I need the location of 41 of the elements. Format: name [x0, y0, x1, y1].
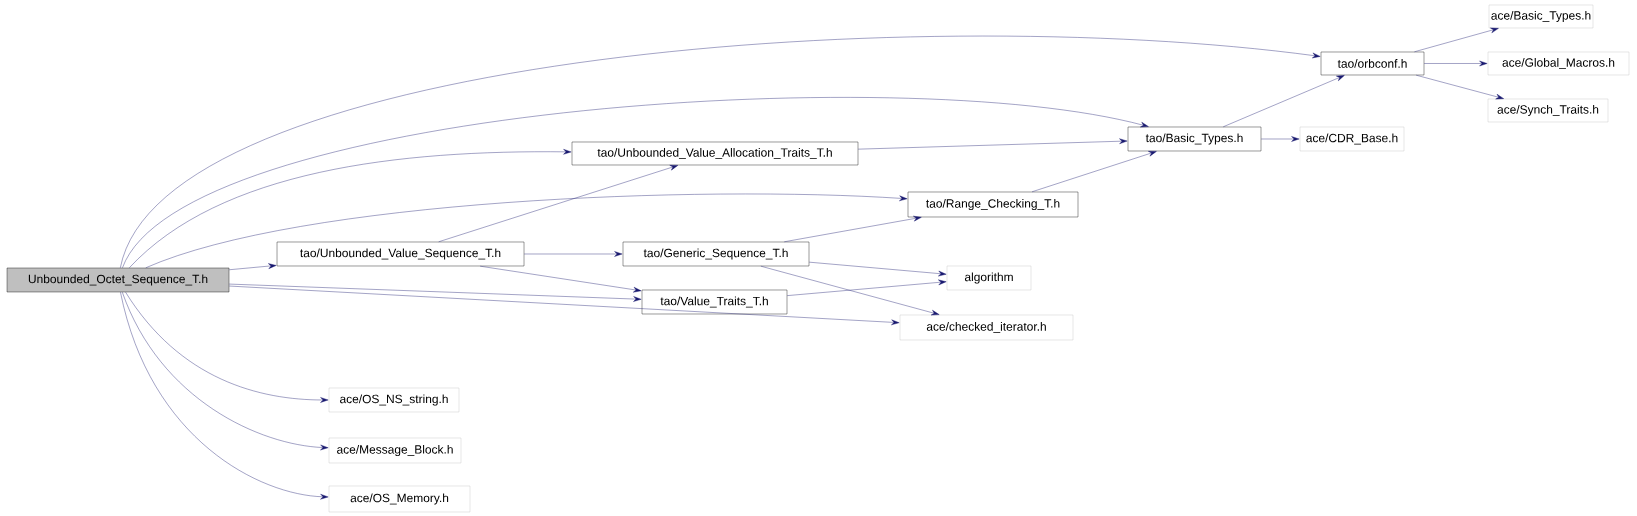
arrow — [858, 138, 1128, 150]
file-box: tao/Unbounded_Value_Allocation_Traits_T.h — [571, 141, 859, 166]
arrow — [120, 292, 329, 500]
file-box: ace/Basic_Types.h — [1488, 4, 1594, 29]
file-box: ace/Synch_Traits.h — [1487, 98, 1609, 123]
file-box: tao/Unbounded_Value_Sequence_T.h — [276, 241, 525, 267]
arrow — [129, 149, 572, 268]
arrow — [1223, 75, 1345, 127]
file-box: ace/OS_NS_string.h — [328, 387, 460, 413]
file-box: ace/OS_Memory.h — [328, 485, 471, 513]
arrow — [524, 251, 623, 257]
file-box: ace/Global_Macros.h — [1487, 51, 1630, 76]
arrow — [120, 35, 1321, 268]
file-box: ace/Message_Block.h — [328, 437, 462, 464]
arrow — [1261, 136, 1300, 142]
arrow — [145, 193, 908, 268]
arrow — [438, 165, 679, 242]
arrow — [1414, 27, 1499, 52]
arrow — [784, 215, 922, 242]
arrow — [1416, 75, 1504, 100]
file-box: tao/Range_Checking_T.h — [907, 191, 1079, 218]
file-box: ace/CDR_Base.h — [1299, 126, 1405, 152]
arrow — [229, 263, 277, 270]
file-box: tao/orbconf.h — [1320, 51, 1425, 76]
arrow — [1031, 151, 1157, 192]
file-box: ace/checked_iterator.h — [899, 314, 1074, 341]
arrow — [480, 266, 642, 293]
file-box: algorithm — [946, 265, 1032, 291]
file-box: Unbounded_Octet_Sequence_T.h — [6, 267, 230, 293]
arrow — [787, 279, 947, 296]
arrow — [125, 292, 329, 403]
arrow — [229, 285, 900, 326]
file-box: tao/Generic_Sequence_T.h — [622, 241, 810, 267]
arrow — [122, 97, 1149, 268]
arrow — [809, 261, 947, 277]
arrow — [1424, 60, 1488, 67]
file-box: tao/Basic_Types.h — [1127, 126, 1262, 152]
arrow — [122, 292, 329, 451]
arrow — [229, 283, 642, 302]
arrow — [760, 266, 940, 316]
file-box: tao/Value_Traits_T.h — [641, 289, 788, 315]
